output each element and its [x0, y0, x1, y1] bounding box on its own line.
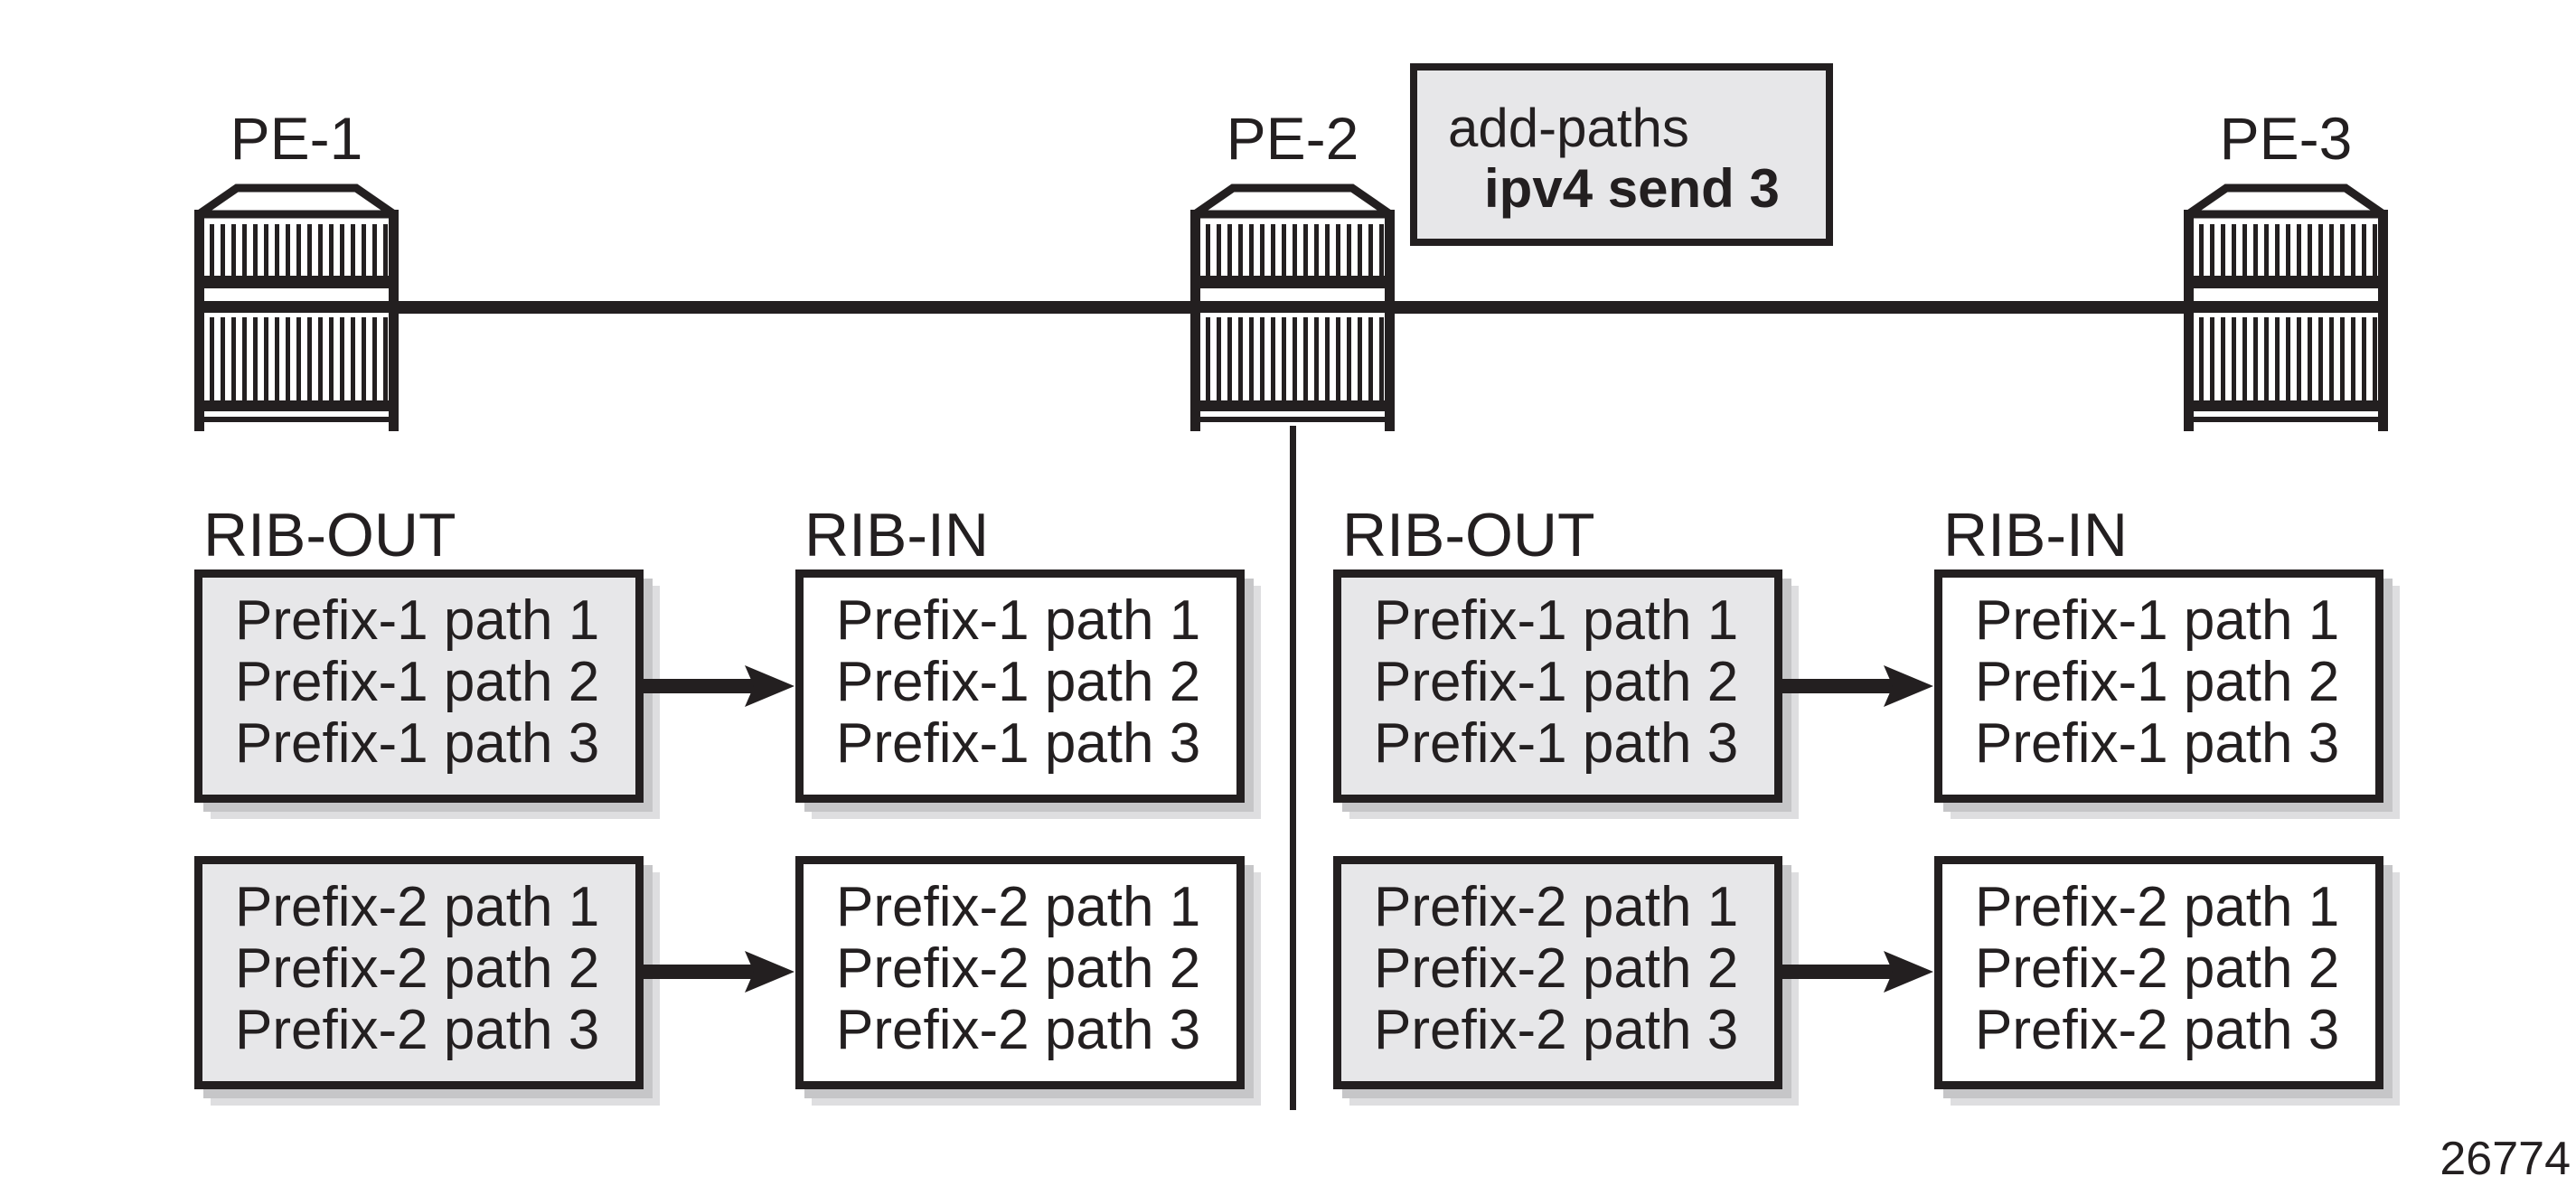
router-port-band [199, 317, 394, 400]
prefix-entry: Prefix-2 path 1 [1374, 876, 1739, 938]
add-paths-config-box: add-paths ipv4 send 3 [1410, 63, 1833, 246]
prefix-entry: Prefix-1 path 1 [1975, 589, 2340, 652]
router-rail [1385, 210, 1395, 431]
rib-out-label-right: RIB-OUT [1342, 501, 1595, 569]
prefix-entry: Prefix-1 path 3 [1374, 712, 1739, 775]
router-band [2188, 400, 2383, 411]
router-band [2188, 301, 2383, 313]
router-chassis [1195, 219, 1390, 426]
prefix-entry: Prefix-2 path 3 [836, 999, 1201, 1061]
rib-out-box-left-prefix1: Prefix-1 path 1 Prefix-1 path 2 Prefix-1… [194, 569, 644, 803]
rib-out-box-left-prefix2: Prefix-2 path 1 Prefix-2 path 2 Prefix-2… [194, 856, 644, 1089]
router-rail [2378, 210, 2388, 431]
prefix-entry: Prefix-2 path 2 [1374, 937, 1739, 1000]
router-label-pe3: PE-3 [2219, 105, 2353, 172]
prefix-entry: Prefix-1 path 1 [836, 589, 1201, 652]
rib-in-label-right: RIB-IN [1943, 501, 2128, 569]
prefix-entry: Prefix-2 path 2 [1975, 937, 2340, 1000]
rib-in-box-left-prefix2: Prefix-2 path 1 Prefix-2 path 2 Prefix-2… [795, 856, 1245, 1089]
router-chassis [2188, 219, 2383, 426]
figure-number: 26774 [2440, 1133, 2571, 1185]
router-rail [389, 210, 399, 431]
advertise-arrow-icon [644, 665, 794, 707]
router-chassis [199, 219, 394, 426]
prefix-entry: Prefix-2 path 1 [836, 876, 1201, 938]
router-port-band [1195, 224, 1390, 276]
rib-in-box-right-prefix1: Prefix-1 path 1 Prefix-1 path 2 Prefix-1… [1934, 569, 2383, 803]
router-label-pe1: PE-1 [230, 105, 363, 172]
router-rail [194, 210, 204, 431]
prefix-entry: Prefix-2 path 2 [235, 937, 600, 1000]
pe2-divider-line [1290, 423, 1296, 1110]
config-line-1: add-paths [1448, 98, 1689, 158]
router-rail [2184, 210, 2194, 431]
advertise-arrow-icon [1782, 951, 1933, 993]
router-band [1195, 301, 1390, 313]
advertise-arrow-icon [644, 951, 794, 993]
prefix-entry: Prefix-1 path 3 [1975, 712, 2340, 775]
router-port-band [199, 224, 394, 276]
router-port-band [1195, 317, 1390, 400]
rib-out-label-left: RIB-OUT [203, 501, 456, 569]
router-band [2188, 417, 2383, 422]
prefix-entry: Prefix-2 path 3 [235, 999, 600, 1061]
router-band [199, 276, 394, 288]
router-band [199, 301, 394, 313]
router-port-band [2188, 317, 2383, 400]
router-pe1-icon [194, 184, 399, 431]
rib-in-box-left-prefix1: Prefix-1 path 1 Prefix-1 path 2 Prefix-1… [795, 569, 1245, 803]
prefix-entry: Prefix-1 path 1 [235, 589, 600, 652]
router-band [1195, 400, 1390, 411]
router-label-pe2: PE-2 [1226, 105, 1359, 172]
prefix-entry: Prefix-1 path 2 [836, 651, 1201, 713]
rib-in-label-left: RIB-IN [804, 501, 989, 569]
router-pe3-icon [2184, 184, 2388, 431]
prefix-entry: Prefix-2 path 3 [1975, 999, 2340, 1061]
router-band [199, 417, 394, 422]
prefix-entry: Prefix-1 path 2 [1975, 651, 2340, 713]
rib-out-box-right-prefix2: Prefix-2 path 1 Prefix-2 path 2 Prefix-2… [1333, 856, 1782, 1089]
prefix-entry: Prefix-1 path 1 [1374, 589, 1739, 652]
config-line-2: ipv4 send 3 [1484, 158, 1780, 219]
rib-in-box-right-prefix2: Prefix-2 path 1 Prefix-2 path 2 Prefix-2… [1934, 856, 2383, 1089]
router-rail [1190, 210, 1200, 431]
rib-out-box-right-prefix1: Prefix-1 path 1 Prefix-1 path 2 Prefix-1… [1333, 569, 1782, 803]
router-band [1195, 417, 1390, 422]
router-port-band [2188, 224, 2383, 276]
prefix-entry: Prefix-2 path 1 [235, 876, 600, 938]
prefix-entry: Prefix-1 path 2 [235, 651, 600, 713]
advertise-arrow-icon [1782, 665, 1933, 707]
prefix-entry: Prefix-2 path 1 [1975, 876, 2340, 938]
prefix-entry: Prefix-1 path 3 [235, 712, 600, 775]
router-top-icon [194, 184, 399, 219]
prefix-entry: Prefix-1 path 2 [1374, 651, 1739, 713]
router-band [2188, 276, 2383, 288]
router-top-icon [2184, 184, 2388, 219]
prefix-entry: Prefix-2 path 3 [1374, 999, 1739, 1061]
prefix-entry: Prefix-2 path 2 [836, 937, 1201, 1000]
router-band [199, 400, 394, 411]
router-top-icon [1190, 184, 1395, 219]
router-pe2-icon [1190, 184, 1395, 431]
prefix-entry: Prefix-1 path 3 [836, 712, 1201, 775]
router-band [1195, 276, 1390, 288]
